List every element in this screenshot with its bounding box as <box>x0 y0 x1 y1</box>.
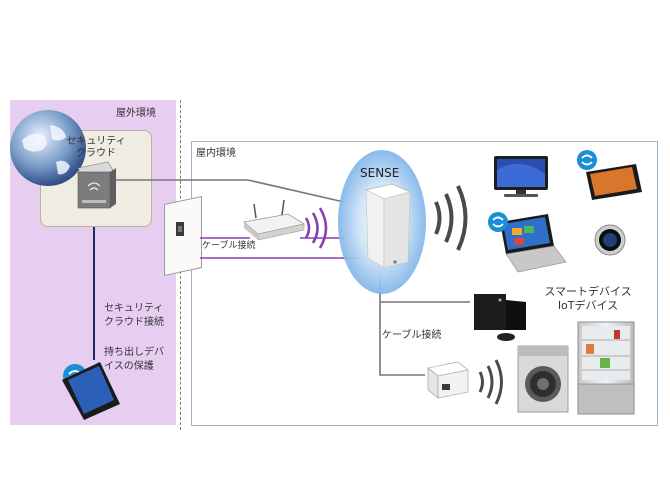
wifi-waves-icon <box>434 185 468 251</box>
cable-connection-label-left: ケーブル接続 <box>202 241 256 251</box>
laptop-icon <box>500 214 567 273</box>
wifi-waves-icon <box>304 207 328 249</box>
sense-router-icon <box>338 150 426 294</box>
tv-icon <box>494 156 548 197</box>
device-protection-label: 持ち出しデバ イスの保護 <box>104 347 164 372</box>
thermostat-icon <box>594 224 626 256</box>
cable-connection-label-right: ケーブル接続 <box>382 330 442 341</box>
tablet-icon <box>586 164 642 200</box>
washing-machine-icon <box>517 345 569 413</box>
game-console-icon <box>474 294 526 341</box>
wifi-waves-icon <box>478 359 503 405</box>
server-icon <box>77 161 116 209</box>
router-icon <box>243 199 306 241</box>
outdoor-zone-label: 屋外環境 <box>116 108 156 119</box>
wall-port <box>176 222 184 236</box>
shield-badge-icon <box>577 150 597 170</box>
globe-icon <box>10 110 86 186</box>
sense-label: SENSE <box>360 166 400 180</box>
security-cloud-label: セキュリティ クラウド <box>66 136 126 159</box>
shield-badge-icon <box>488 212 508 232</box>
smart-devices-label: スマートデバイス IoTデバイス <box>544 285 632 312</box>
plug-device-icon <box>427 361 469 399</box>
indoor-zone-label: 屋内環境 <box>196 148 236 159</box>
cloud-connection-label: セキュリティ クラウド接続 <box>104 303 164 328</box>
refrigerator-icon <box>577 321 635 415</box>
smartphone-icon <box>62 362 120 420</box>
